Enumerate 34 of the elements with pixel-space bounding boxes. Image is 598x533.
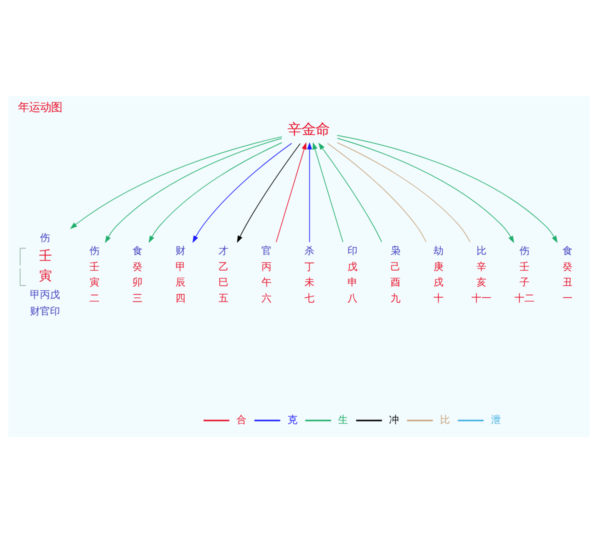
node-text: 才 乙 巳 五 (218, 246, 229, 304)
node-text: 伤 壬 寅 二 (90, 246, 100, 304)
node-text: 伤 壬 寅 甲丙戊 财官印 (30, 233, 60, 318)
arrow (307, 142, 312, 242)
node-text: 印 戊 申 八 (348, 246, 358, 304)
arrow (318, 142, 382, 242)
node-text: 枭 己 酉 九 (390, 246, 401, 304)
node-text: 官 丙 午 六 (262, 246, 272, 304)
diagram-title: 年运动图 (18, 100, 62, 114)
node-text: 比 辛 亥 十一 (471, 246, 492, 304)
legend-label: 生 (338, 415, 348, 426)
node-text: 劫 庚 戌 十 (434, 246, 444, 304)
legend-label: 泄 (490, 415, 501, 426)
node-text: 伤 壬 子 十二 (514, 246, 534, 304)
arrow (276, 142, 307, 242)
node-text: 辛金命 (288, 122, 330, 138)
node-text: 食 癸 卯 三 (132, 246, 143, 304)
legend-label: 合 (236, 415, 246, 426)
arrow (104, 138, 282, 244)
node-text: 杀 丁 未 七 (304, 246, 315, 304)
legend-label: 比 (440, 415, 450, 426)
node-text: 财 甲 辰 四 (176, 246, 186, 304)
legend-label: 克 (287, 415, 298, 426)
arrow (148, 142, 282, 243)
arrow (336, 134, 558, 244)
legend-label: 冲 (389, 415, 400, 426)
arrow (70, 136, 282, 229)
connector (327, 142, 426, 242)
arrow (192, 142, 292, 243)
arrow (337, 138, 514, 244)
arrow (312, 142, 344, 242)
connector (336, 142, 470, 242)
arrow (236, 143, 301, 243)
node-text: 食 癸 丑 一 (562, 246, 572, 304)
